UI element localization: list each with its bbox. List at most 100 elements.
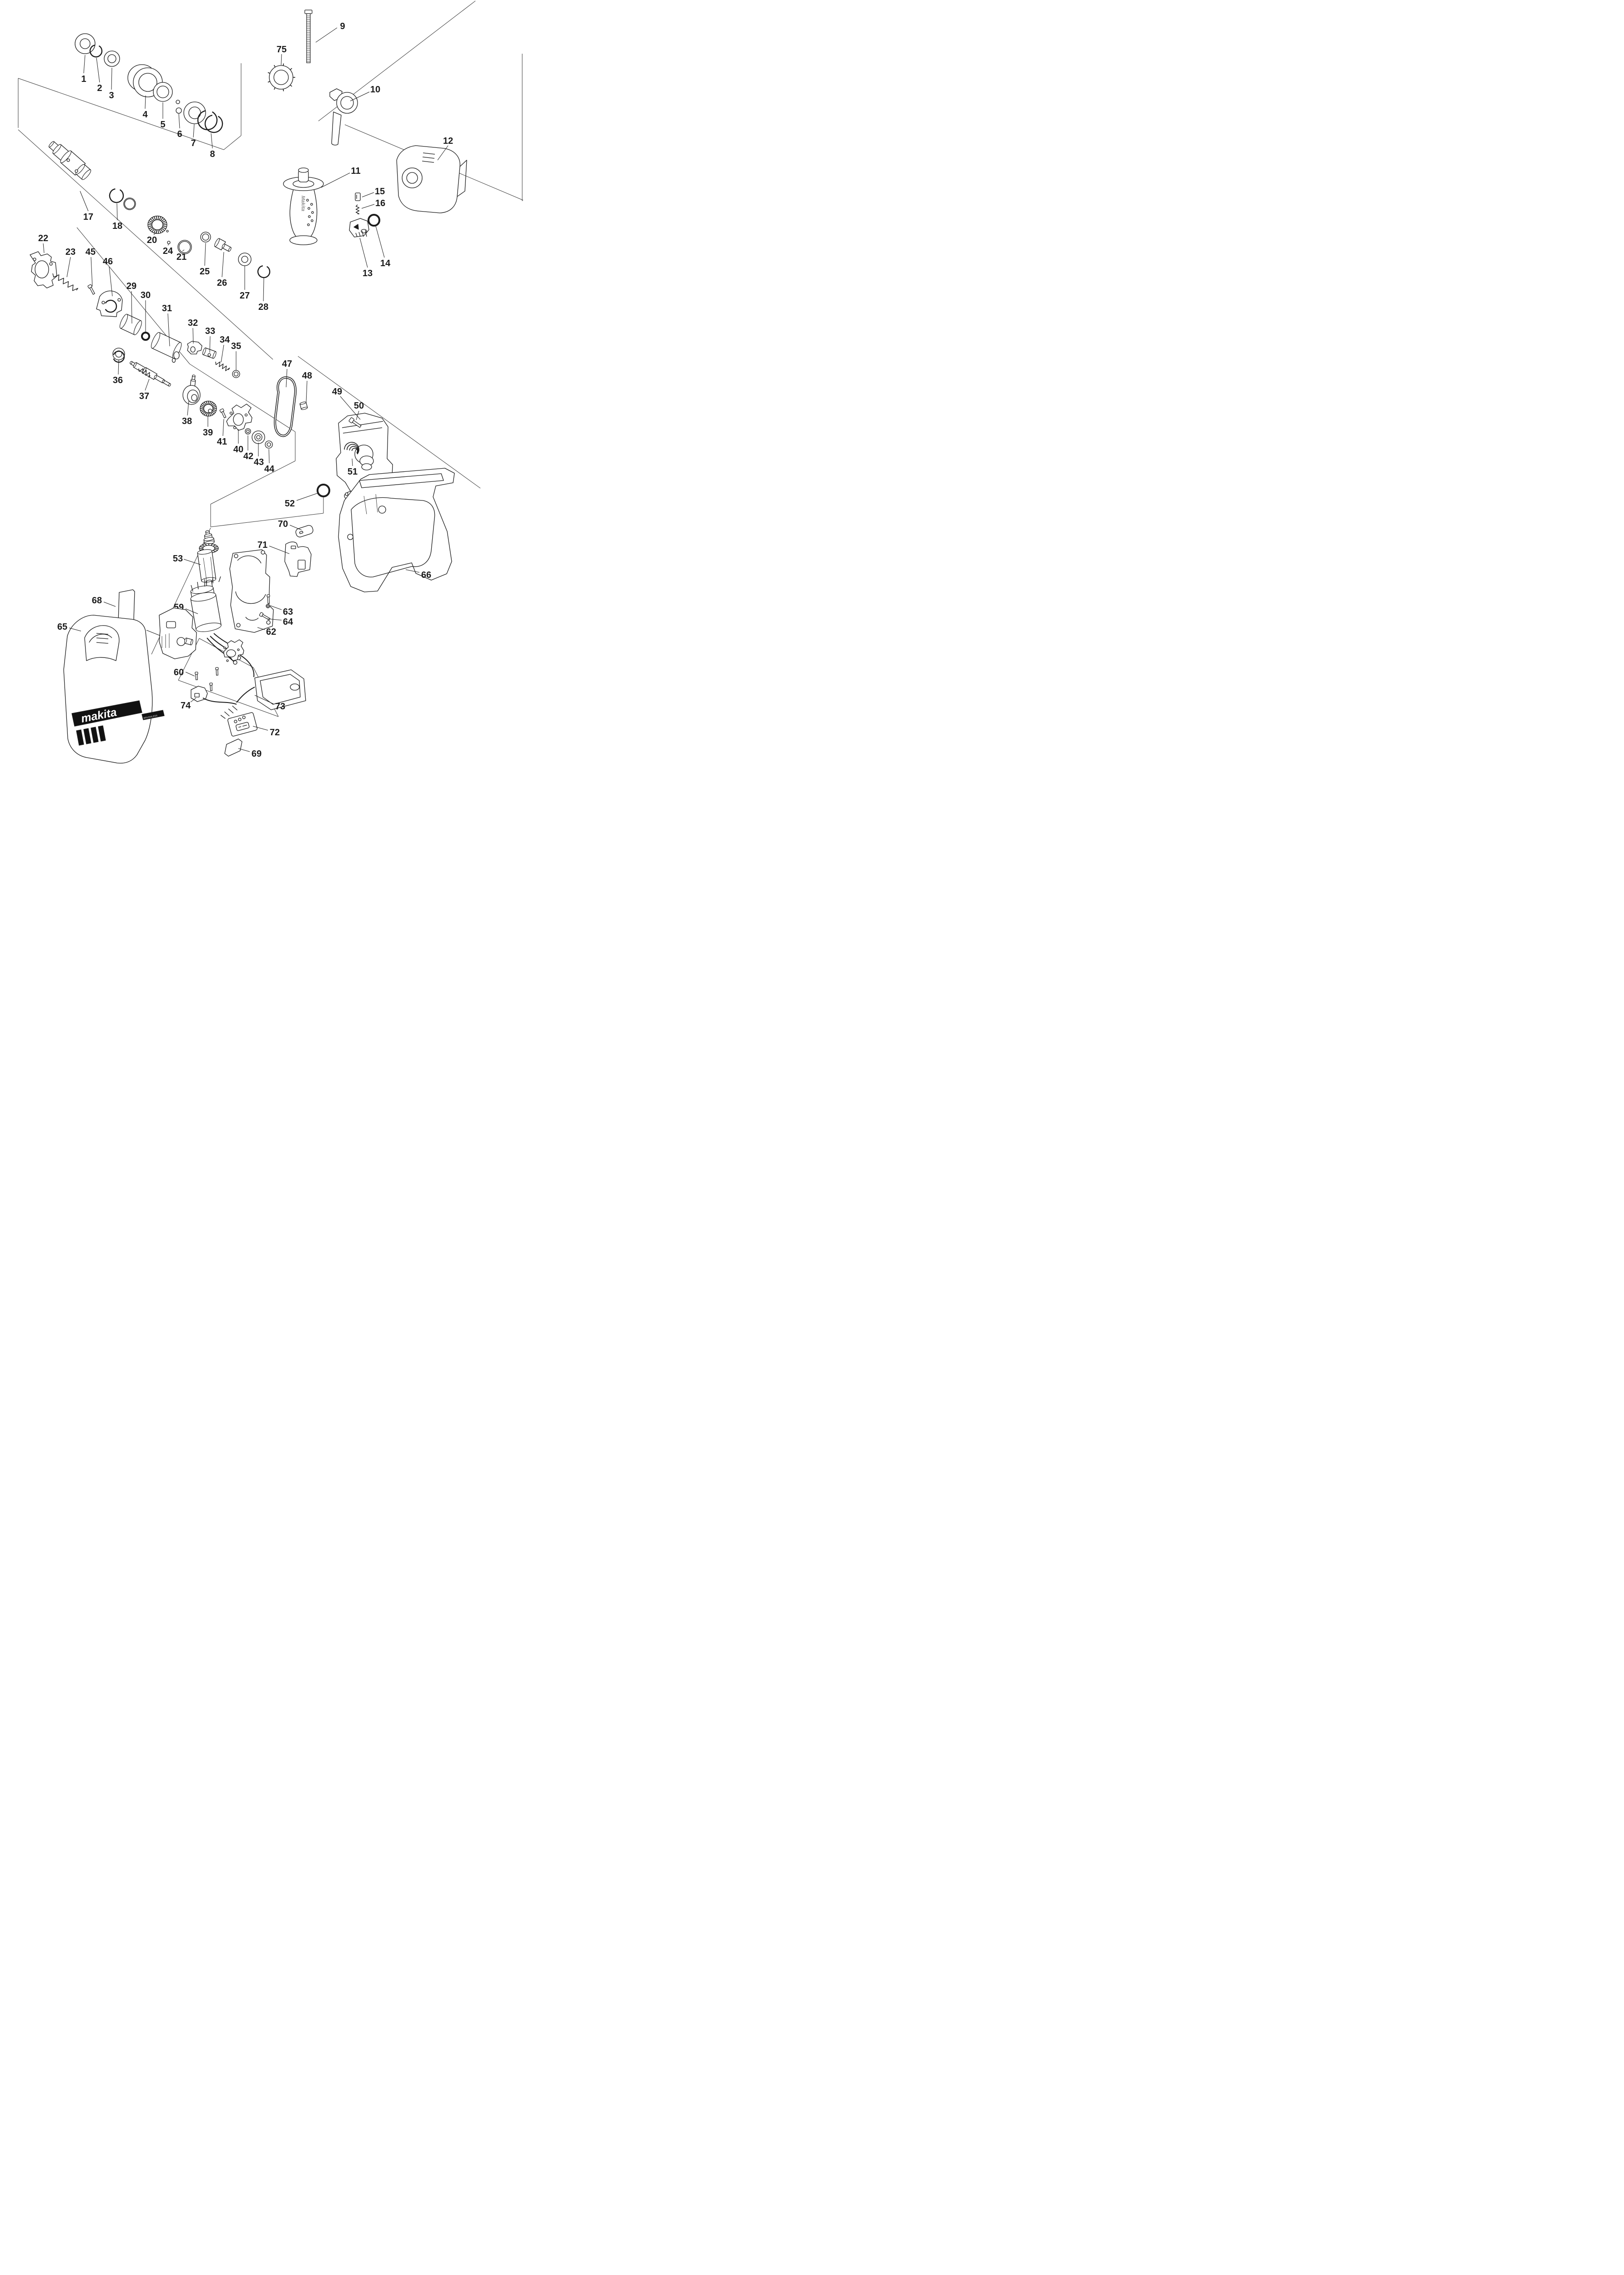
leader-line-41 bbox=[222, 419, 224, 436]
part-74: 74 bbox=[181, 686, 237, 711]
part-label-25: 25 bbox=[200, 267, 210, 277]
part-34: 34 bbox=[215, 335, 230, 371]
part-label-29: 29 bbox=[126, 281, 136, 291]
part-11: Makita 11 bbox=[283, 166, 361, 245]
leader-line-70 bbox=[289, 525, 302, 531]
part-37: 37 bbox=[130, 361, 171, 401]
part-43: 43 bbox=[252, 430, 265, 467]
part-23: 23 bbox=[52, 247, 78, 291]
part-29: 29 bbox=[119, 281, 142, 335]
part-label-5: 5 bbox=[160, 120, 165, 130]
part-label-39: 39 bbox=[203, 428, 213, 438]
part-label-52: 52 bbox=[285, 499, 295, 509]
part-label-40: 40 bbox=[233, 445, 243, 455]
part-label-60: 60 bbox=[174, 667, 184, 677]
leader-line-24 bbox=[167, 244, 169, 246]
leader-line-26 bbox=[222, 252, 224, 278]
part-69: 69 bbox=[224, 738, 262, 759]
exploded-parts-diagram: 1234567897510Makita111213141516171820242… bbox=[18, 0, 524, 764]
part-38: 38 bbox=[182, 374, 201, 426]
leader-line-31 bbox=[167, 313, 170, 347]
part-label-14: 14 bbox=[380, 258, 391, 268]
part-label-16: 16 bbox=[375, 198, 385, 208]
part-60: 60 bbox=[174, 667, 219, 691]
part-75: 75 bbox=[267, 45, 295, 91]
part-9: 9 bbox=[304, 10, 345, 63]
part-label-30: 30 bbox=[141, 290, 151, 300]
part-label-3: 3 bbox=[109, 91, 114, 101]
part-label-2: 2 bbox=[97, 83, 102, 93]
part-41: 41 bbox=[217, 408, 227, 447]
part-label-20: 20 bbox=[147, 235, 157, 245]
part-label-41: 41 bbox=[217, 437, 227, 447]
part-label-21: 21 bbox=[177, 252, 187, 262]
leader-line-53 bbox=[183, 559, 201, 565]
part-16: 16 bbox=[355, 198, 385, 214]
part-42: 42 bbox=[243, 428, 253, 461]
leader-line-6 bbox=[178, 113, 180, 129]
part-4: 4 bbox=[127, 64, 163, 120]
part-label-43: 43 bbox=[254, 457, 264, 467]
part-label-7: 7 bbox=[191, 138, 196, 148]
leader-line-68 bbox=[103, 602, 116, 607]
leader-line-9 bbox=[315, 27, 338, 43]
part-28: 28 bbox=[257, 265, 271, 312]
part-45: 45 bbox=[86, 247, 96, 295]
part-39: 39 bbox=[200, 400, 217, 438]
part-label-49: 49 bbox=[332, 387, 342, 397]
part-48: 48 bbox=[299, 371, 312, 410]
leader-line-25 bbox=[204, 243, 206, 266]
part-25: 25 bbox=[200, 232, 211, 277]
part-label-42: 42 bbox=[243, 451, 253, 461]
part-label-74: 74 bbox=[181, 701, 191, 711]
leader-line-50 bbox=[356, 410, 359, 420]
leader-line-66 bbox=[405, 569, 420, 573]
leader-line-17 bbox=[80, 191, 89, 212]
leader-line-13 bbox=[359, 238, 368, 268]
part-33: 33 bbox=[202, 326, 217, 359]
part-68: 68 bbox=[92, 589, 135, 626]
part-label-33: 33 bbox=[205, 326, 215, 336]
part-label-70: 70 bbox=[278, 519, 288, 529]
part-label-51: 51 bbox=[348, 467, 358, 477]
part-40: 40 bbox=[226, 404, 252, 455]
leader-line-4 bbox=[145, 95, 146, 109]
leader-line-74 bbox=[190, 698, 197, 703]
leader-line-11 bbox=[321, 172, 350, 188]
part-label-24: 24 bbox=[163, 246, 173, 256]
part-label-73: 73 bbox=[275, 702, 285, 712]
leader-line-10 bbox=[350, 91, 370, 101]
leader-line-15 bbox=[362, 192, 374, 197]
part-27: 27 bbox=[238, 253, 252, 301]
leader-line-47 bbox=[286, 369, 287, 388]
leader-line-62 bbox=[257, 627, 265, 630]
leader-line-45 bbox=[91, 257, 93, 287]
part-label-18: 18 bbox=[112, 221, 122, 231]
leader-line-75 bbox=[281, 54, 282, 66]
part-63: 63 bbox=[266, 594, 293, 617]
part-label-46: 46 bbox=[103, 257, 113, 267]
leader-line-59 bbox=[185, 608, 198, 614]
part-label-48: 48 bbox=[302, 371, 312, 381]
leader-line-12 bbox=[437, 145, 449, 161]
part-10: 10 bbox=[329, 85, 380, 146]
part-5: 5 bbox=[153, 82, 173, 130]
leader-line-3 bbox=[111, 67, 112, 90]
part-12: 12 bbox=[396, 136, 467, 213]
leader-line-37 bbox=[145, 379, 150, 391]
part-label-11: 11 bbox=[351, 166, 360, 176]
part-label-10: 10 bbox=[370, 85, 380, 95]
logo-text: Makita bbox=[300, 196, 306, 211]
leader-line-51 bbox=[352, 458, 353, 466]
part-51: 51 bbox=[344, 442, 359, 477]
part-label-4: 4 bbox=[142, 110, 148, 120]
part-31: 31 bbox=[151, 303, 182, 363]
leader-line-20 bbox=[153, 231, 157, 235]
part-50: 50 bbox=[348, 401, 364, 428]
part-36: 36 bbox=[112, 348, 125, 385]
part-17: 17 bbox=[48, 141, 93, 222]
leader-line-38 bbox=[187, 400, 189, 416]
part-label-65: 65 bbox=[57, 622, 67, 632]
part-3: 3 bbox=[104, 51, 120, 101]
